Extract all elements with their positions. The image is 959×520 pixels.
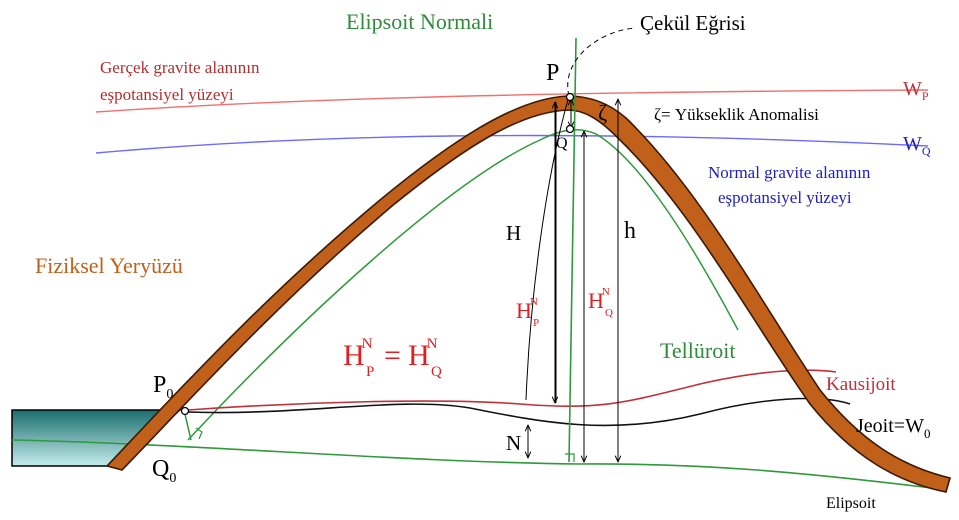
quasigeoid-line (187, 369, 837, 411)
label-h: h (624, 218, 636, 244)
normal-equipotential-surface-wq (95, 134, 929, 154)
q0-right-angle-mark (195, 427, 203, 440)
ellipsoid-normal-line (568, 37, 577, 463)
label-zeta-definition: ζ= Yükseklik Anomalisi (654, 105, 819, 124)
label-Q0: Q0 (152, 456, 176, 486)
label-normal-gravity-line1: Normal gravite alanının (708, 163, 871, 182)
label-WP: WP (903, 78, 929, 103)
point-P0 (180, 406, 190, 416)
label-quasigeoid: Kausijoit (826, 374, 896, 395)
plumb-line-curve (567, 27, 637, 97)
label-zeta: ζ (598, 100, 607, 125)
label-normal-gravity-line2: eşpotansiyel yüzeyi (718, 188, 852, 207)
plumb-line-lower (525, 95, 570, 401)
title-ellipsoid-normal: Elipsoit Normali (346, 9, 493, 34)
label-N: N (506, 431, 521, 455)
label-plumb-line: Çekül Eğrisi (640, 11, 746, 35)
label-ellipsoid: Elipsoit (826, 495, 876, 512)
label-P: P (546, 60, 559, 86)
label-Q: Q (556, 135, 568, 152)
label-P0: P0 (153, 372, 173, 402)
telluroid-line (187, 128, 739, 441)
ellipsoid-line (11, 439, 933, 489)
geoid-line (187, 397, 851, 427)
point-Q (565, 124, 575, 134)
label-H: H (506, 221, 521, 245)
label-real-gravity-line2: eşpotansiyel yüzeyi (100, 85, 234, 104)
bottom-right-angle-mark (565, 453, 575, 462)
label-telluroid: Tellüroit (660, 338, 735, 363)
label-physical-surface: Fiziksel Yeryüzü (35, 253, 183, 278)
real-equipotential-surface-wp (95, 89, 929, 113)
physical-earth-surface (105, 95, 951, 493)
label-geoid: Jeoit=W0 (856, 415, 930, 441)
point-P (565, 92, 575, 102)
label-real-gravity-line1: Gerçek gravite alanının (100, 58, 260, 77)
label-WQ: WQ (903, 133, 931, 158)
